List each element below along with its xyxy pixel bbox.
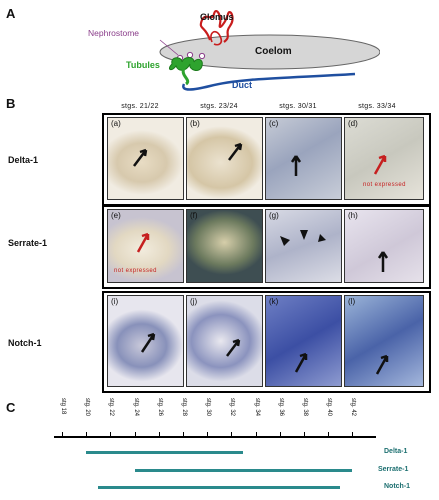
image-c: (c): [265, 117, 342, 200]
label-coelom: Coelom: [255, 46, 292, 57]
arrow-icon: [228, 142, 243, 161]
image-j: (j): [186, 295, 263, 387]
stage-tick-label: stg. 38: [302, 398, 308, 417]
stage-header-1: stgs. 21/22: [121, 103, 159, 110]
coelom-shape: [159, 34, 380, 70]
row-label-serrate: Serrate-1: [8, 238, 48, 248]
image-label: (k): [269, 297, 279, 306]
tubules-shape: [169, 57, 203, 71]
stage-tick: [62, 432, 63, 436]
image-h: (h): [344, 209, 424, 283]
image-i: (i): [107, 295, 184, 387]
image-e: (e) not expressed: [107, 209, 184, 283]
arrow-icon: [294, 352, 308, 373]
label-nephrostome: Nephrostome: [88, 28, 140, 38]
arrow-icon: [375, 354, 389, 375]
arrow-icon: [290, 155, 302, 176]
stage-tick: [207, 432, 209, 436]
row-label-notch: Notch-1: [8, 338, 42, 348]
stage-tick: [328, 432, 330, 436]
stage-tick: [183, 432, 184, 436]
gene-label: Serrate-1: [378, 466, 409, 473]
stage-tick: [231, 432, 233, 436]
arrow-icon: [226, 338, 241, 357]
stage-tick: [352, 432, 354, 436]
stage-tick-label: stg. 20: [84, 398, 91, 417]
image-f: (f): [186, 209, 263, 283]
nephrostome-3: [198, 52, 206, 60]
arrow-icon: [377, 251, 389, 272]
panel-c-letter: C: [6, 400, 16, 415]
stage-tick: [158, 432, 160, 436]
label-duct: Duct: [232, 80, 252, 90]
stage-header-3: stgs. 30/31: [279, 103, 317, 110]
image-g: (g): [265, 209, 342, 283]
stage-tick-label: stg. 30: [205, 398, 212, 417]
stage-tick: [255, 432, 257, 436]
image-label: (c): [269, 119, 279, 128]
image-label: (a): [111, 119, 121, 128]
image-label: (i): [111, 297, 119, 306]
nephrostome-pointer: [159, 39, 179, 56]
panel-a-letter: A: [6, 6, 16, 21]
image-d: (d) not expressed: [344, 117, 424, 200]
stage-tick-label: stg. 24: [132, 398, 139, 417]
expression-bar: [86, 451, 244, 454]
stage-tick-label: stg. 26: [156, 398, 163, 417]
panel-b-letter: B: [6, 96, 16, 111]
stage-tick: [110, 432, 112, 436]
stage-tick-label: stg. 22: [108, 398, 115, 417]
arrow-icon: [373, 154, 387, 175]
stage-tick-label: stg. 40: [326, 398, 333, 417]
label-tubules: Tubules: [126, 60, 160, 70]
label-glomus: Glomus: [200, 12, 234, 22]
stage-header-4: stgs. 33/34: [358, 103, 396, 110]
stage-tick-label: stg 18: [60, 398, 66, 415]
arrowhead-icon: [280, 230, 326, 246]
glomus-shape: [199, 9, 234, 43]
image-b: (b): [186, 117, 263, 200]
image-label: (f): [190, 211, 198, 220]
gene-label: Delta-1: [384, 448, 408, 455]
not-expressed-note: not expressed: [114, 268, 157, 274]
image-label: (d): [348, 119, 358, 128]
image-label: (e): [111, 211, 121, 220]
arrow-icon: [140, 332, 156, 353]
timeline-axis: [54, 436, 376, 438]
kidney-schematic: [159, 9, 380, 91]
arrow-icon: [136, 232, 150, 253]
arrow-icon: [133, 148, 148, 167]
stage-tick-label: stg. 36: [277, 398, 284, 417]
stage-tick: [279, 432, 281, 436]
row-label-delta: Delta-1: [8, 155, 39, 165]
image-label: (g): [269, 211, 279, 220]
gene-label: Notch-1: [384, 483, 411, 490]
image-a: (a): [107, 117, 184, 200]
stage-tick-label: stg. 28: [181, 398, 187, 417]
stage-tick-label: stg. 34: [253, 398, 260, 417]
stage-tick-label: stg. 42: [350, 398, 357, 417]
stage-tick: [134, 432, 136, 436]
stage-tick: [304, 432, 305, 436]
stage-tick: [86, 432, 88, 436]
image-label: (j): [190, 297, 198, 306]
not-expressed-note: not expressed: [363, 182, 406, 188]
duct-shape: [182, 72, 356, 91]
image-label: (h): [348, 211, 358, 220]
image-l: (l): [344, 295, 424, 387]
image-label: (l): [348, 297, 356, 306]
expression-bar: [98, 486, 341, 489]
stage-tick-label: stg. 32: [229, 398, 236, 417]
stage-header-2: stgs. 23/24: [200, 103, 238, 110]
image-k: (k): [265, 295, 342, 387]
image-label: (b): [190, 119, 200, 128]
expression-bar: [134, 469, 353, 472]
